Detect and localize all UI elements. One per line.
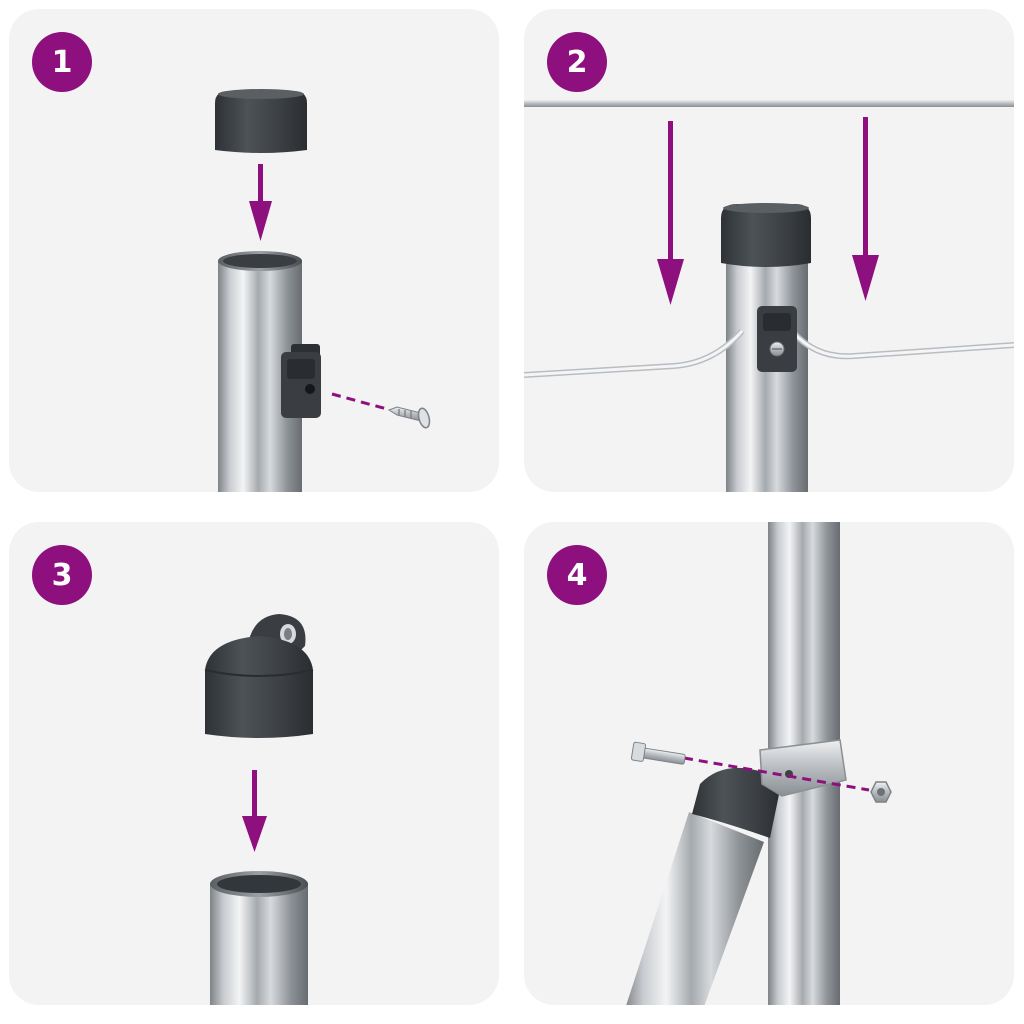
step-2-illustration xyxy=(524,100,1014,492)
steel-post-icon xyxy=(218,251,302,492)
step-1-panel: 1 xyxy=(9,9,499,492)
arrow-down-icon xyxy=(657,121,684,305)
bolt-icon xyxy=(630,741,686,765)
brace-post-icon xyxy=(626,767,782,1005)
step-2-panel: 2 xyxy=(524,9,1014,492)
wire-clip-icon xyxy=(281,344,321,418)
step-number-badge: 3 xyxy=(32,545,92,605)
steel-post-icon xyxy=(726,259,808,492)
eyelet-cap-icon xyxy=(204,614,314,738)
arrow-down-icon xyxy=(249,164,272,241)
end-cap-icon xyxy=(721,203,811,267)
arrow-down-icon xyxy=(852,117,879,301)
step-4-panel: 4 xyxy=(524,522,1014,1005)
nut-icon xyxy=(870,781,892,803)
step-number-badge: 4 xyxy=(547,545,607,605)
wire-clip-icon xyxy=(757,306,797,372)
arrow-down-icon xyxy=(242,770,267,852)
steel-post-icon xyxy=(210,871,308,1005)
step-3-panel: 3 xyxy=(9,522,499,1005)
tension-wire-icon xyxy=(524,100,1014,107)
step-number-badge: 2 xyxy=(547,32,607,92)
step-number-badge: 1 xyxy=(32,32,92,92)
end-cap-icon xyxy=(215,89,307,153)
screw-icon xyxy=(387,406,431,429)
step-3-illustration xyxy=(204,614,314,1005)
step-4-illustration xyxy=(626,522,892,1005)
step-1-illustration xyxy=(215,89,431,492)
